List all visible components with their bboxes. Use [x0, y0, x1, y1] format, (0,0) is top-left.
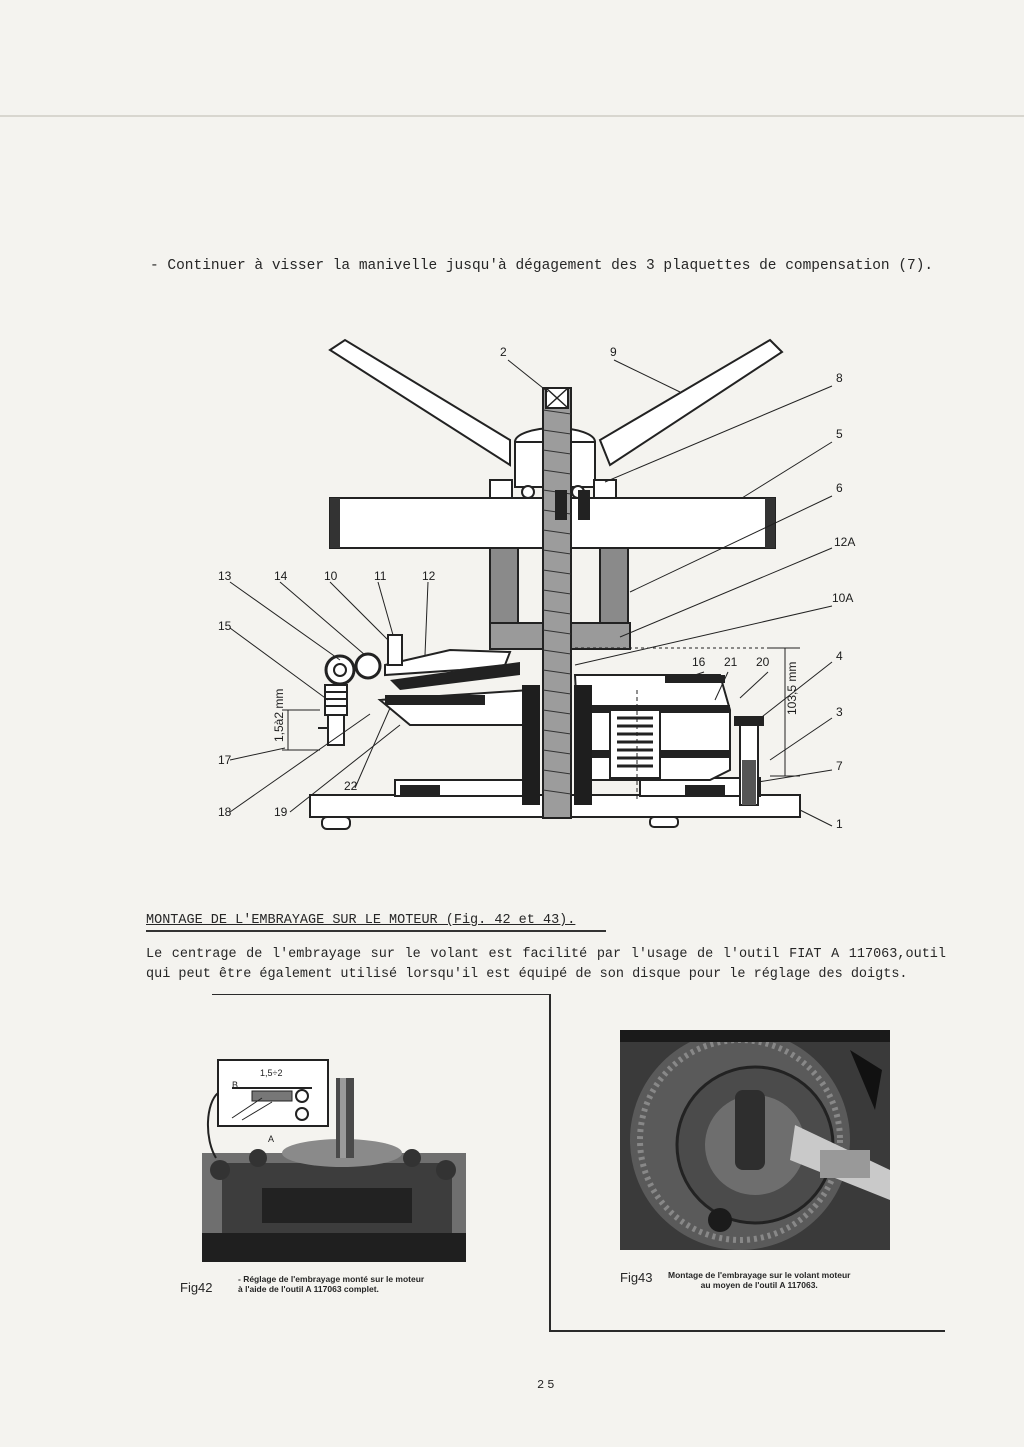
label-2: 2 [500, 345, 507, 359]
dim-left-label: 1,5à2 mm [272, 689, 286, 742]
label-9: 9 [610, 345, 617, 359]
label-14: 14 [274, 569, 288, 583]
label-17: 17 [218, 753, 232, 767]
fig42-inset-b: B [232, 1080, 238, 1090]
intro-text: - Continuer à visser la manivelle jusqu'… [150, 258, 934, 274]
page-edge [0, 115, 1024, 117]
label-15: 15 [218, 619, 232, 633]
label-13: 13 [218, 569, 232, 583]
body-rule [212, 994, 550, 995]
fig43-photo [620, 1030, 890, 1250]
fig43-label: Fig43 [620, 1270, 653, 1285]
label-5: 5 [836, 427, 843, 441]
fig42-inset-dim: 1,5÷2 [260, 1068, 282, 1078]
label-1: 1 [836, 817, 843, 831]
label-16: 16 [692, 655, 706, 669]
label-19: 19 [274, 805, 288, 819]
label-3: 3 [836, 705, 843, 719]
label-22: 22 [344, 779, 358, 793]
fig42-caption-line2: à l'aide de l'outil A 117063 complet. [238, 1284, 379, 1294]
fig42-photo: 1,5÷2 B A [202, 1058, 466, 1262]
clutch-tool-diagram: 103,5 mm 1,5à2 mm 2 9 8 5 6 12A 10A 4 3 … [218, 338, 855, 831]
fig42-label: Fig42 [180, 1280, 213, 1295]
label-21: 21 [724, 655, 738, 669]
label-6: 6 [836, 481, 843, 495]
label-4: 4 [836, 649, 843, 663]
label-7: 7 [836, 759, 843, 773]
label-18: 18 [218, 805, 232, 819]
fig42-caption-line1: - Réglage de l'embrayage monté sur le mo… [238, 1274, 425, 1284]
heading-rule [146, 930, 606, 932]
fig43-caption-line2: au moyen de l'outil A 117063. [700, 1280, 818, 1290]
label-20: 20 [756, 655, 770, 669]
label-12a: 12A [834, 535, 855, 549]
label-12: 12 [422, 569, 436, 583]
body-paragraph: Le centrage de l'embrayage sur le volant… [146, 947, 946, 982]
column-divider [549, 994, 551, 1332]
fig42-caption: - Réglage de l'embrayage monté sur le mo… [238, 1274, 424, 1294]
bottom-rule [549, 1330, 945, 1332]
fig43-caption-line1: Montage de l'embrayage sur le volant mot… [668, 1270, 851, 1280]
dim-right-label: 103,5 mm [785, 662, 799, 715]
label-11: 11 [374, 569, 387, 583]
section-heading: MONTAGE DE L'EMBRAYAGE SUR LE MOTEUR (Fi… [146, 913, 576, 928]
fig42-label-a: A [268, 1134, 274, 1144]
page-number: 25 [537, 1378, 558, 1392]
label-8: 8 [836, 371, 843, 385]
label-10a: 10A [832, 591, 853, 605]
fig43-caption: Montage de l'embrayage sur le volant mot… [668, 1270, 850, 1290]
label-10: 10 [324, 569, 338, 583]
